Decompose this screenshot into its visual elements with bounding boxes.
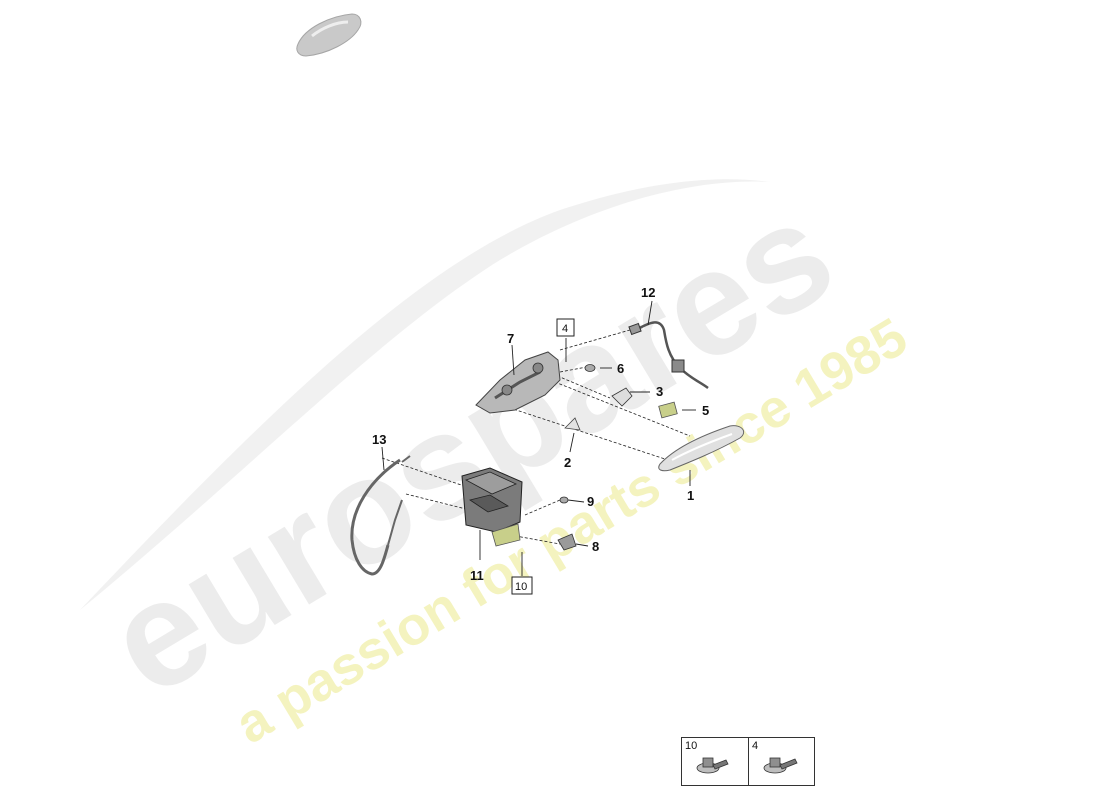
callout-9: 9 <box>587 494 594 509</box>
cover-cap-2 <box>564 417 581 431</box>
callout-10: 10 <box>515 581 527 593</box>
legend-item-4: 4 <box>748 738 814 785</box>
leader-lines <box>381 300 696 576</box>
assembly-lines <box>381 329 691 545</box>
bracket-8 <box>557 533 577 551</box>
pad-5 <box>658 401 678 419</box>
callout-13: 13 <box>372 432 386 447</box>
callout-1: 1 <box>687 488 694 503</box>
legend-item-10: 10 <box>682 738 748 785</box>
callout-6: 6 <box>617 361 624 376</box>
fastener-legend: 10 4 <box>681 737 815 786</box>
release-cable-lower <box>350 455 411 576</box>
vehicle-thumbnail-icon <box>296 13 362 57</box>
callout-box-4: 4 <box>556 318 575 337</box>
door-lock-actuator <box>461 467 523 547</box>
callout-3: 3 <box>656 384 663 399</box>
callout-5: 5 <box>702 403 709 418</box>
clip-6 <box>584 364 596 372</box>
gasket-3 <box>611 387 633 407</box>
callout-7: 7 <box>507 331 514 346</box>
flange-screw-icon <box>696 757 729 774</box>
release-cable-upper <box>628 321 709 390</box>
callout-8: 8 <box>592 539 599 554</box>
handle-carrier-frame <box>475 351 561 414</box>
callout-2: 2 <box>564 455 571 470</box>
spring-9 <box>559 496 569 504</box>
legend-number: 10 <box>685 740 698 752</box>
callout-12: 12 <box>641 285 655 300</box>
callout-4: 4 <box>562 323 568 335</box>
legend-number: 4 <box>752 740 759 752</box>
callout-11: 11 <box>470 568 484 583</box>
flange-screw-icon <box>763 757 798 774</box>
door-handle <box>658 425 745 472</box>
callout-box-10: 10 <box>511 576 533 595</box>
